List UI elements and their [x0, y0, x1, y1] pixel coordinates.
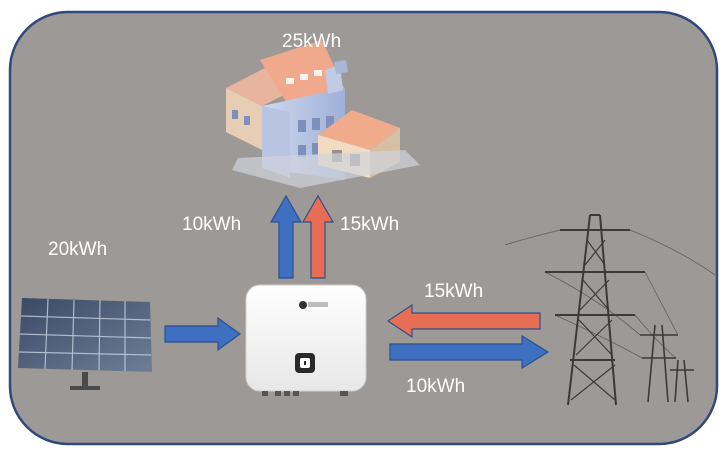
- solar-output-label: 20kWh: [48, 239, 108, 260]
- factory-total-label: 25kWh: [282, 31, 342, 52]
- inverter-to-grid-label: 10kWh: [406, 376, 466, 397]
- arrow-solar-to-inverter: [164, 316, 242, 352]
- inverter-icon: [245, 284, 367, 396]
- power-tower-icon: [504, 214, 716, 406]
- arrow-inverter-to-grid: [389, 334, 550, 370]
- grid-to-factory-label: 15kWh: [340, 214, 400, 235]
- solar-panel-icon: [18, 298, 152, 390]
- inverter-to-factory-label: 10kWh: [182, 214, 242, 235]
- arrow-inverter-to-factory: [269, 194, 303, 279]
- arrow-grid-to-inverter: [386, 303, 541, 339]
- grid-to-inverter-label: 15kWh: [424, 281, 484, 302]
- factory-icon: [226, 40, 420, 188]
- arrow-grid-to-factory: [301, 194, 335, 279]
